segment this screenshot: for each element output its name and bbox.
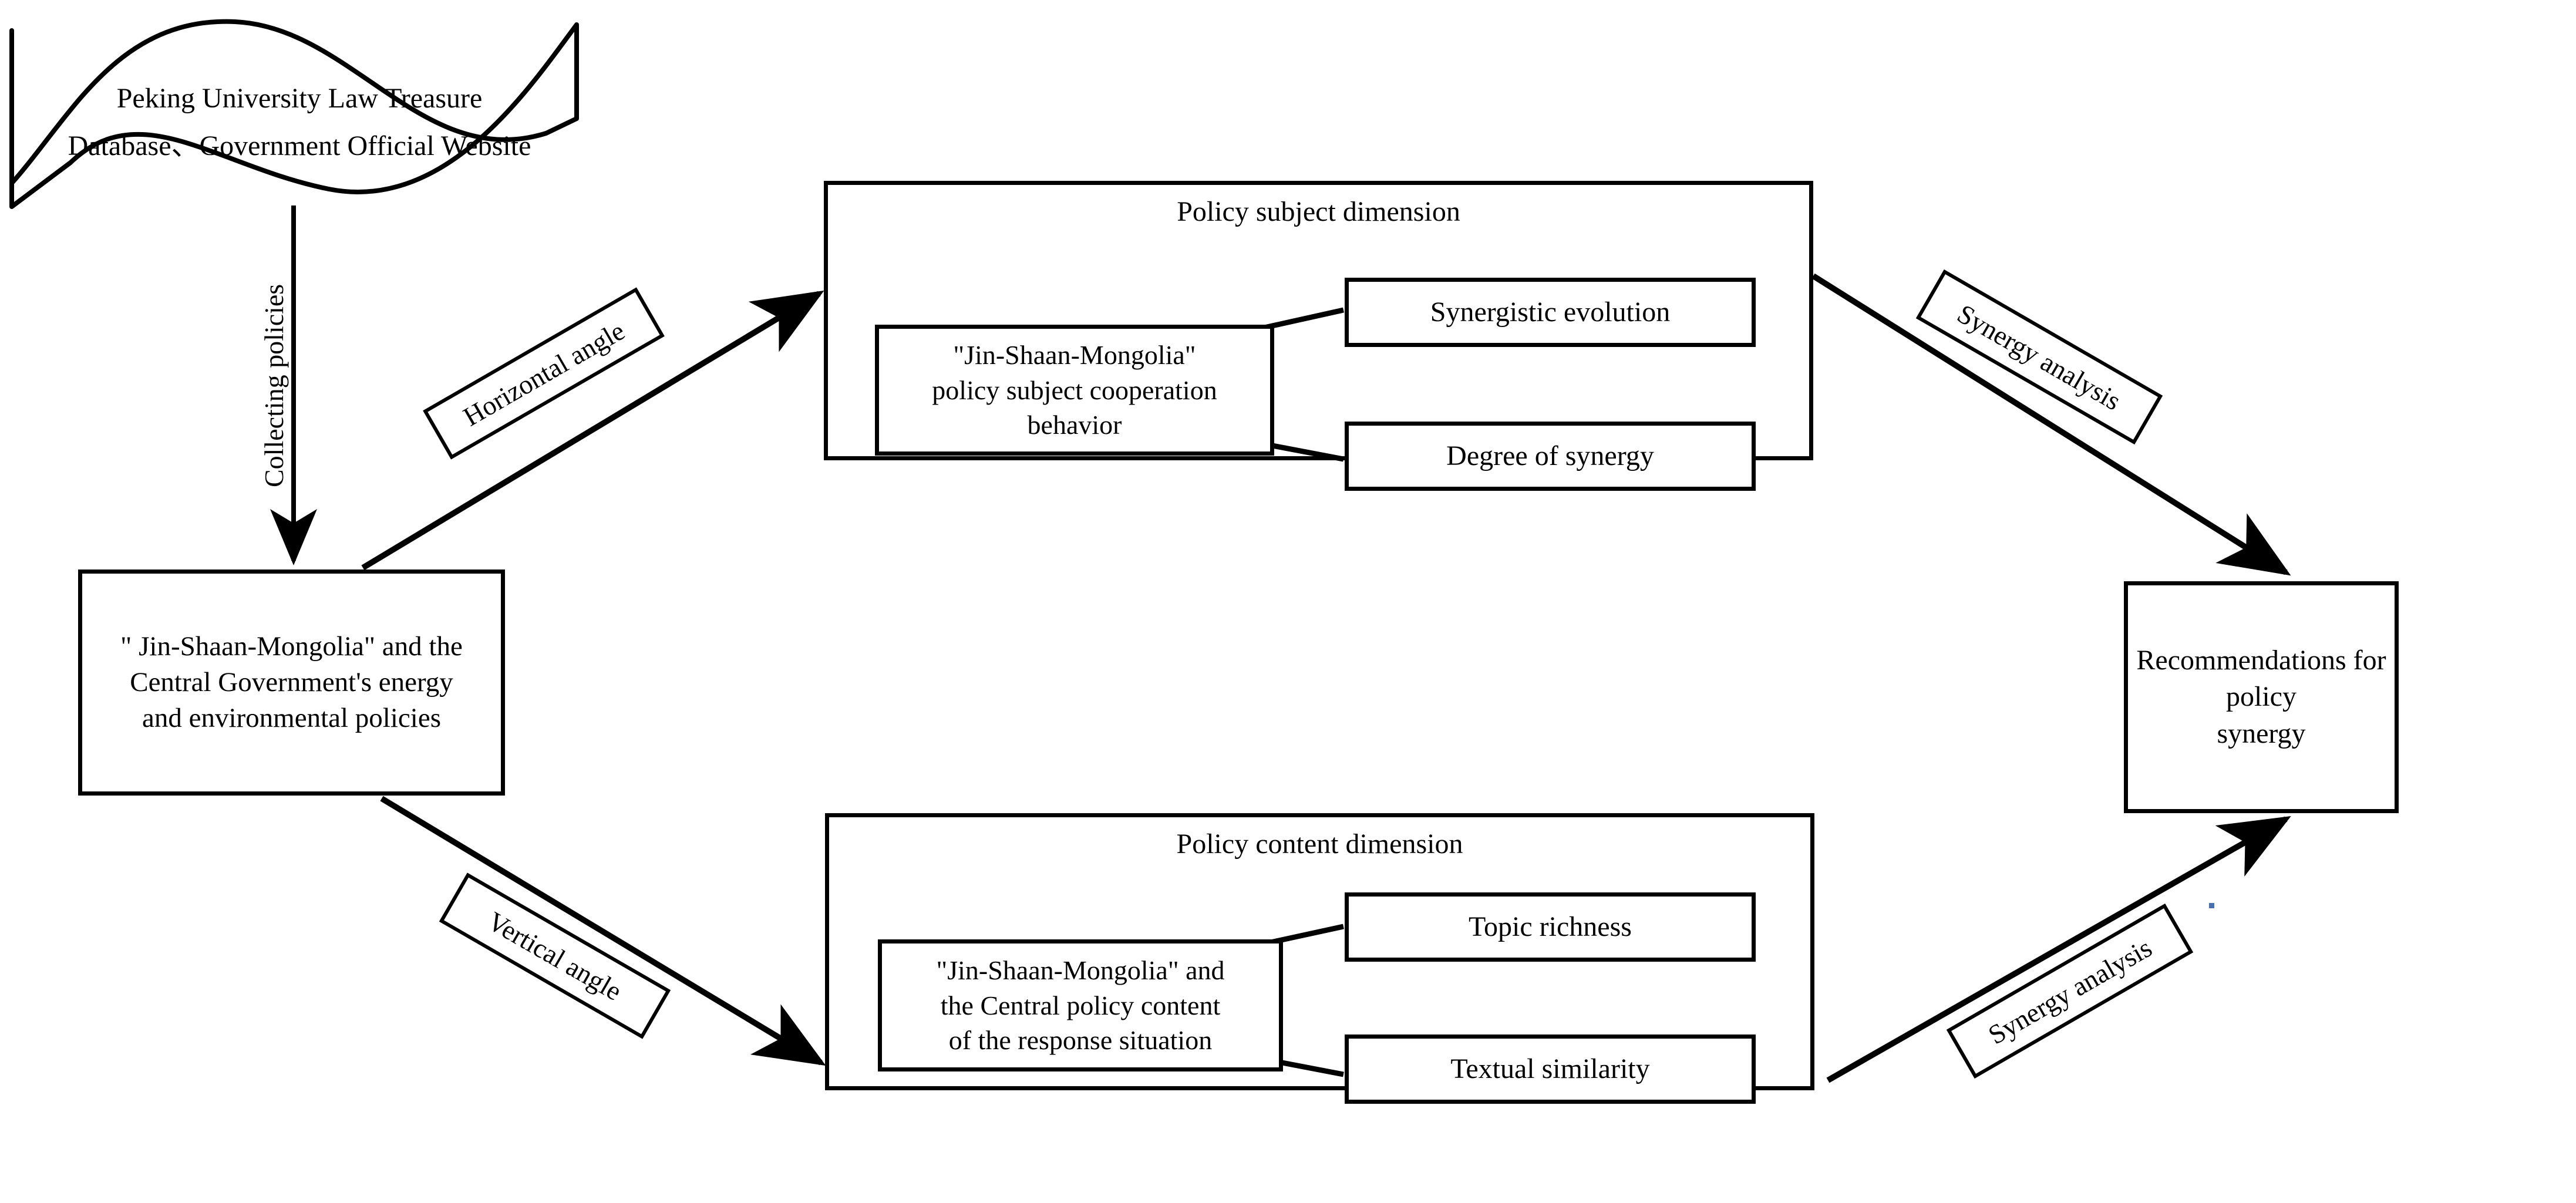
arrow-horizontal-angle <box>361 290 824 571</box>
content-main-line2: the Central policy content <box>940 990 1221 1020</box>
edge-label-collecting-policies: Collecting policies <box>259 284 289 487</box>
policy-subject-dimension-panel <box>824 181 1813 460</box>
policy-corpus-line1: " Jin-Shaan-Mongolia" and the <box>120 631 463 662</box>
policy-corpus-line2: Central Government's energy <box>130 666 453 697</box>
branch-degree-of-synergy[interactable]: Degree of synergy <box>1345 422 1756 491</box>
outcome-recommendations-box[interactable]: Recommendations for policy synergy <box>2124 581 2399 813</box>
subject-main-line1: "Jin-Shaan-Mongolia" <box>953 339 1196 370</box>
outcome-line1: Recommendations for policy <box>2136 644 2386 713</box>
source-document-shape <box>9 19 579 209</box>
policy-subject-dimension-title: Policy subject dimension <box>1177 196 1460 227</box>
policy-corpus-line3: and environmental policies <box>142 703 441 734</box>
content-main-line3: of the response situation <box>948 1025 1213 1056</box>
source-document-line1: Peking University Law Treasure <box>116 83 483 114</box>
policy-content-dimension-panel <box>825 813 1814 1090</box>
arrow-vertical-angle <box>380 796 826 1066</box>
content-main-line1: "Jin-Shaan-Mongolia" and <box>936 955 1225 985</box>
subject-main-line2: policy subject cooperation <box>932 375 1217 405</box>
outcome-line2: synergy <box>2217 717 2306 749</box>
source-document-line2: Database、Government Official Website <box>68 130 531 161</box>
arrow-synergy-bottom <box>1826 816 2291 1083</box>
policy-subject-cooperation-box[interactable]: "Jin-Shaan-Mongolia" policy subject coop… <box>875 325 1274 456</box>
policy-content-response-box[interactable]: "Jin-Shaan-Mongolia" and the Central pol… <box>878 939 1283 1071</box>
stray-marker-dot <box>2209 903 2214 908</box>
subject-main-line3: behavior <box>1027 410 1122 440</box>
policy-corpus-box[interactable]: " Jin-Shaan-Mongolia" and the Central Go… <box>78 570 505 796</box>
branch-topic-richness[interactable]: Topic richness <box>1345 892 1756 962</box>
branch-synergistic-evolution[interactable]: Synergistic evolution <box>1345 278 1756 347</box>
branch-textual-similarity[interactable]: Textual similarity <box>1345 1034 1756 1104</box>
policy-content-dimension-title: Policy content dimension <box>1176 828 1463 860</box>
arrow-synergy-top <box>1811 273 2291 576</box>
